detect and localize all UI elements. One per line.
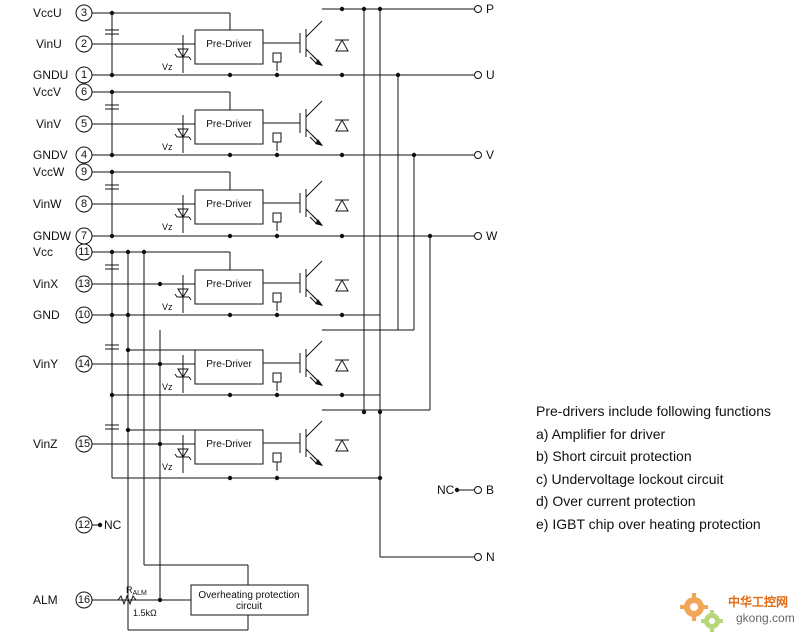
vz-label: Vz (162, 142, 173, 152)
pin-label-gndw: GNDW (33, 229, 72, 243)
terminal-b: B (486, 483, 494, 497)
right-terminals: P U V W NC B N (437, 2, 498, 564)
watermark-url: gkong.com (736, 611, 795, 625)
pin-number: 8 (81, 198, 87, 210)
stage-w (174, 180, 350, 234)
vz-label: Vz (162, 62, 173, 72)
terminal-nc-label: NC (437, 483, 455, 497)
stage-y (174, 340, 350, 394)
stage-u (174, 20, 350, 74)
pin-number: 11 (78, 246, 89, 258)
pin-label-vinv: VinV (36, 117, 61, 131)
overheat-box (190, 584, 309, 616)
pin-label-vcc: Vcc (33, 245, 53, 259)
predriver-label-u: Pre-Driver (206, 39, 252, 50)
pin-label-vccv: VccV (33, 85, 61, 99)
pin-number: 12 (78, 519, 90, 531)
notes-item: d) Over current protection (536, 493, 696, 510)
terminal-u: U (486, 68, 495, 82)
overheat-line1: Overheating protection (198, 590, 299, 601)
notes-heading: Pre-drivers include following functions (536, 403, 771, 419)
pin-label-vccu: VccU (33, 6, 62, 20)
stage-v (174, 100, 350, 154)
vz-label: Vz (162, 382, 173, 392)
notes-item: a) Amplifier for driver (536, 425, 666, 442)
notes-item: e) IGBT chip over heating protection (536, 515, 761, 532)
ralm-value: 1.5kΩ (133, 608, 157, 618)
pin-number: 16 (78, 594, 90, 606)
pin-label-gnd: GND (33, 308, 60, 322)
pin-number: 3 (81, 7, 87, 19)
predriver-label-v: Pre-Driver (206, 119, 252, 130)
terminal-n: N (486, 550, 495, 564)
pin-number: 14 (78, 358, 90, 370)
pin-number: 15 (78, 438, 90, 450)
terminal-v: V (486, 148, 494, 162)
pin-number: 1 (81, 69, 87, 81)
pin-label-vinu: VinU (36, 37, 62, 51)
left-pins: VccU 3 VinU 2 GNDU 1 VccV 6 VinV 5 GNDV … (33, 4, 122, 609)
predriver-label-z: Pre-Driver (206, 439, 252, 450)
pin-number: 2 (81, 38, 87, 50)
pin-label-viny: VinY (33, 357, 58, 371)
pin-number: 6 (81, 86, 87, 98)
pin-label-vccw: VccW (33, 165, 65, 179)
stage-z (174, 420, 350, 474)
predriver-label-w: Pre-Driver (206, 199, 252, 210)
ralm-sub: ALM (133, 590, 148, 597)
terminal-p: P (486, 2, 494, 16)
terminal-w: W (486, 229, 498, 243)
predriver-functions-notes: Pre-drivers include following functions … (536, 400, 806, 536)
predriver-label-y: Pre-Driver (206, 359, 252, 370)
pin-number: 7 (81, 230, 87, 242)
ralm-label: RALM (126, 585, 147, 597)
watermark: 中华工控网 gkong.com (678, 583, 806, 639)
vz-label: Vz (162, 302, 173, 312)
predriver-label-x: Pre-Driver (206, 279, 252, 290)
ralm-resistor (117, 594, 137, 606)
pin-label-vinw: VinW (33, 197, 62, 211)
pin-label-nc: NC (104, 518, 122, 532)
pin-label-gndu: GNDU (33, 68, 68, 82)
junction-dots (109, 6, 460, 603)
overheat-line2: circuit (236, 601, 262, 612)
pin-number: 10 (78, 309, 90, 321)
predriver-labels: Pre-Driver Pre-Driver Pre-Driver Pre-Dri… (206, 39, 252, 450)
vz-label: Vz (162, 462, 173, 472)
notes-item: c) Undervoltage lockout circuit (536, 470, 724, 487)
vz-label: Vz (162, 222, 173, 232)
pin-number: 13 (78, 278, 90, 290)
stage-x (174, 260, 350, 314)
zener-labels: Vz Vz Vz Vz Vz Vz (162, 62, 173, 472)
pin-label-vinz: VinZ (33, 437, 57, 451)
pin-label-vinx: VinX (33, 277, 58, 291)
pin-number: 5 (81, 118, 87, 130)
ralm-r: R (126, 585, 133, 595)
pin-label-alm: ALM (33, 593, 58, 607)
pin-label-gndv: GNDV (33, 148, 68, 162)
pin-number: 9 (81, 166, 87, 178)
gear-icon (680, 593, 723, 632)
pin-number: 4 (81, 149, 87, 161)
watermark-cn: 中华工控网 (728, 595, 789, 609)
notes-item: b) Short circuit protection (536, 448, 692, 465)
